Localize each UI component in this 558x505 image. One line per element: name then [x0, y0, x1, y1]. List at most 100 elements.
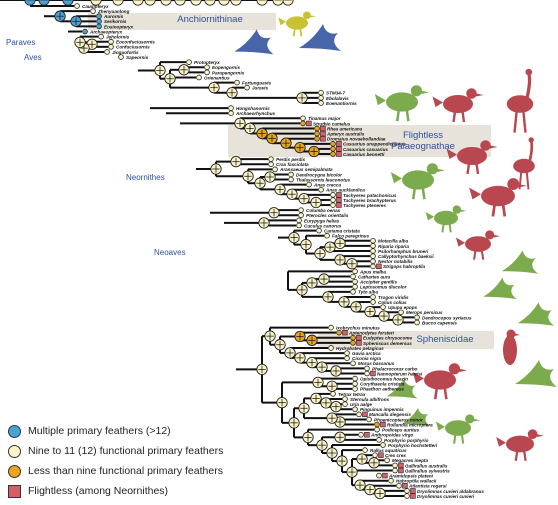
- leaf-state-circle: [352, 268, 358, 275]
- cassowary-silhouette-icon: [446, 140, 498, 175]
- silhouette-beak: [536, 434, 544, 437]
- leaf-state-circle: [350, 360, 356, 367]
- silhouette-flying: [299, 24, 341, 51]
- taxon-label: Apus melba: [359, 269, 386, 274]
- leaf-state-circle: [370, 253, 376, 259]
- tree-node-palaeo: [234, 117, 246, 130]
- tree-node-p1: [54, 10, 66, 22]
- leaf-state-circle: [414, 319, 420, 326]
- silhouette-tail: [496, 437, 506, 447]
- tree-node-rall7: [354, 479, 366, 491]
- taxon-label: Crax fasciolata: [276, 162, 309, 167]
- node-circle: [90, 0, 102, 6]
- silhouette-body: [443, 95, 473, 113]
- silhouette-body: [434, 210, 458, 226]
- silhouette-leg: [513, 110, 518, 133]
- leaf-state-circle: [316, 227, 322, 234]
- taxon-label: Psilorhamphus bruneri: [378, 249, 429, 254]
- silhouette-tail: [390, 172, 402, 184]
- silhouette-body: [402, 170, 434, 190]
- silhouette-beak: [518, 184, 527, 188]
- leaf-state-circle: [330, 391, 336, 397]
- paraves-flying-silhouette-icon: [299, 24, 341, 51]
- taxon-label: Phalacrocorax carbo: [372, 366, 418, 371]
- silhouette-beak: [310, 15, 316, 18]
- silhouette-head: [525, 68, 533, 76]
- taxon-label: Archaeopteryx: [89, 29, 123, 34]
- tree-node-alc2: [320, 397, 332, 409]
- legend-row-multiple: Multiple primary feathers (>12): [8, 423, 171, 439]
- silhouette-beak: [459, 368, 468, 372]
- flightless-rail-silhouette-icon: [496, 429, 544, 461]
- silhouette-head: [480, 140, 491, 151]
- taxon-label: Serikornis: [104, 19, 127, 24]
- taxon-label: Eopengornis: [212, 65, 241, 70]
- tree-node-pass3: [324, 241, 336, 253]
- pigeon-silhouette-icon: [425, 205, 467, 233]
- taxon-label: Megacrex inepta: [392, 458, 428, 463]
- silhouette-tail: [446, 148, 457, 159]
- taxon-label: Porphyrio hochstetteri: [388, 443, 438, 448]
- tree-node-aeq1: [284, 347, 296, 359]
- tree-node-neoaves: [204, 0, 216, 6]
- tree-node-psitpass: [314, 247, 326, 260]
- leaf-flightless-square: [356, 340, 362, 346]
- silhouette-body: [506, 95, 534, 113]
- leaf-state-circle: [392, 467, 398, 474]
- silhouette-body: [513, 158, 535, 174]
- legend-circle-orange-icon: [8, 464, 21, 478]
- silhouette-head: [452, 205, 461, 214]
- tree-node-aeq0: [274, 339, 286, 351]
- leaf-state-circle: [300, 120, 306, 127]
- taxon-label: Pinguinus impennis: [360, 407, 404, 412]
- silhouette-body: [465, 236, 491, 252]
- silhouette-neck: [528, 140, 534, 163]
- silhouette-tail: [432, 96, 443, 107]
- tree-node-cor2: [338, 296, 350, 308]
- taxon-label: Jinguofortis: [112, 50, 139, 55]
- tree-node-mir1: [326, 412, 338, 424]
- leaf-state-circle: [380, 442, 386, 448]
- tree-node-picid1: [378, 310, 390, 322]
- tree-node-enan4: [226, 87, 238, 99]
- leaf-state-circle: [330, 146, 336, 152]
- silhouette-beak: [473, 418, 481, 422]
- leaf-state-circle: [370, 299, 376, 305]
- leaf-state-circle: [296, 217, 302, 224]
- taxon-label: Gallirallus sylvestris: [405, 468, 450, 473]
- taxon-label: Anas aucklandica: [325, 188, 365, 193]
- taxon-label: Eosinopteryx: [104, 24, 134, 29]
- leaf-state-circle: [234, 79, 240, 86]
- legend-text-multiple: Multiple primary feathers (>12): [28, 425, 171, 437]
- legend-row-less-than-nine: Less than nine functional primary feathe…: [8, 463, 223, 479]
- taxon-label: Merops persicus: [406, 310, 443, 315]
- leaf-state-circle: [370, 258, 376, 265]
- taxon-label: Colius colius: [378, 300, 407, 305]
- archaeopteryx-silhouette-icon: [234, 29, 274, 55]
- leaf-flightless-square: [320, 125, 326, 132]
- silhouette-leg: [466, 163, 471, 175]
- leaf-state-circle: [314, 135, 320, 142]
- taxon-label: Bucco capensis: [422, 320, 457, 325]
- legend-circle-cream-icon: [8, 444, 21, 458]
- node-circle: [112, 0, 124, 6]
- leaf-flightless-square: [370, 370, 376, 377]
- tree-node-colm: [268, 207, 280, 219]
- leaf-state-circle: [370, 243, 376, 249]
- leaf-state-circle: [328, 324, 334, 331]
- taxon-label: Caudipteryx: [82, 4, 109, 9]
- tree-node-porph: [334, 431, 346, 443]
- node-circle: [218, 0, 230, 6]
- leaf-state-circle: [108, 44, 114, 50]
- taxon-label: Upupa epops: [388, 305, 418, 310]
- taxon-label: Strigops habroptila: [383, 264, 426, 269]
- taxon-label: Dendrocopos syriacus: [422, 315, 472, 320]
- silhouette-head: [410, 85, 422, 97]
- taxon-label: Aurornis: [103, 14, 124, 19]
- silhouette-leg: [452, 111, 457, 123]
- tree-node-anc: [70, 15, 82, 27]
- leaf-flightless-square: [378, 452, 384, 458]
- leaf-state-circle: [370, 237, 376, 244]
- leaf-state-circle: [82, 28, 88, 35]
- leaf-state-circle: [370, 248, 376, 254]
